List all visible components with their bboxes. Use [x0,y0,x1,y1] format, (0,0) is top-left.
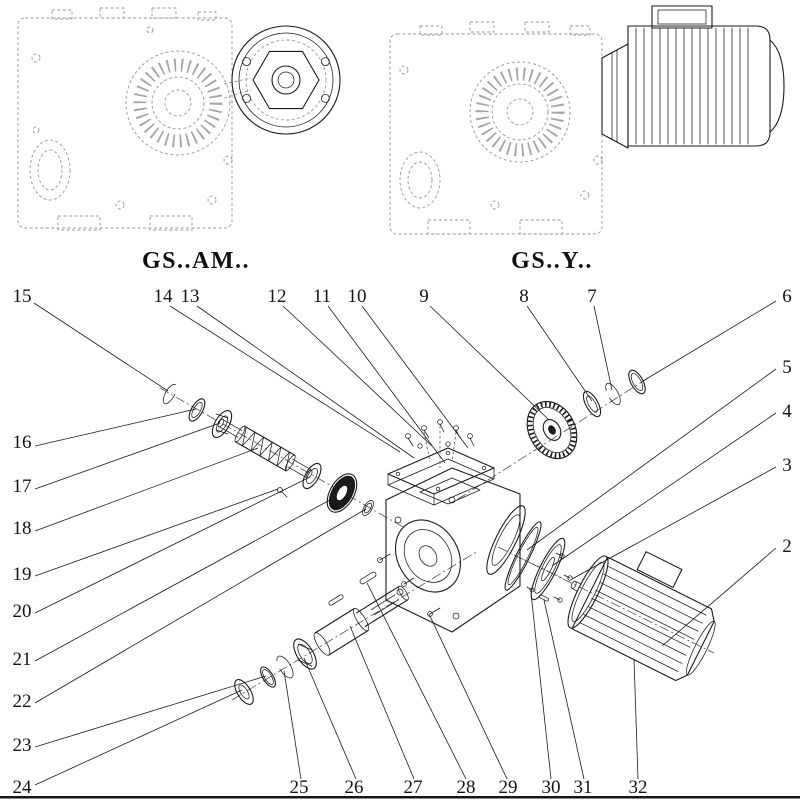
callout-8: 8 [519,286,529,307]
callout-28: 28 [456,777,476,798]
callout-5: 5 [782,357,792,378]
axis-lines [159,377,715,701]
worm-gear-disc [326,473,358,513]
gear-housing [385,467,526,633]
output-washer [234,679,254,705]
motor-fins-exploded [579,565,707,672]
motor-key [538,594,550,602]
flange-screws [553,552,573,603]
variant-label-gs-y: GS..Y.. [511,248,593,274]
dowel-pin [328,594,344,606]
motor-exploded [567,551,716,681]
callout-9: 9 [419,286,429,307]
adapter-ring [530,537,566,601]
housing-bore [395,519,461,593]
cover-plate-parts [387,419,495,506]
callout-24: 24 [12,777,32,798]
callout-7: 7 [587,286,597,307]
callout-14: 14 [153,286,173,307]
callout-15: 15 [12,286,32,307]
callout-32: 32 [628,777,648,798]
callout-19: 19 [12,564,32,585]
screw [377,557,383,563]
callout-4: 4 [782,401,792,422]
callout-6: 6 [782,286,792,307]
gearbox-outline-gs-y [389,21,603,235]
callout-13: 13 [180,286,200,307]
motor-side-parts [504,521,716,681]
shaft-key [359,571,377,585]
set-pin [277,487,288,498]
motor-drawing-top [601,5,785,149]
callout-10: 10 [347,286,367,307]
terminal-box [651,5,713,29]
motor-fins [635,27,749,145]
worm-shaft-parts [162,383,374,517]
gear-face-ticks [475,67,565,157]
callout-21: 21 [12,649,32,670]
callout-17: 17 [12,476,32,497]
callout-3: 3 [782,455,792,476]
housing-motor-flange [486,505,526,575]
callout-27: 27 [403,777,423,798]
cover-plate [387,447,495,495]
callout-26: 26 [344,777,364,798]
callout-20: 20 [12,601,32,622]
output-bearing [293,638,317,670]
screw [401,581,407,587]
callout-11: 11 [312,286,332,307]
gear-face-ticks [133,58,223,148]
cover-bolts [405,419,475,449]
screw [427,611,433,617]
gear-washer [582,390,602,418]
variant-label-gs-am: GS..AM.. [142,248,250,274]
callout-22: 22 [12,691,32,712]
callout-25: 25 [289,777,309,798]
small-screw [529,587,535,593]
bottom-frame-line [0,796,800,799]
callout-16: 16 [12,432,32,453]
output-shaft-parts [234,571,409,705]
leader-lines [33,300,777,786]
input-bearing [211,409,233,439]
helical-gear [526,400,578,460]
callout-31: 31 [573,777,593,798]
worm-bearing [302,462,322,490]
callout-23: 23 [12,735,32,756]
worm-shaft [217,418,313,479]
input-gear-parts [526,369,646,460]
callout-30: 30 [541,777,561,798]
housing-fasteners [328,553,441,617]
seal-ring [188,398,206,422]
shim-ring [628,369,646,395]
output-seal-ring [260,666,276,688]
snap-ring [605,382,621,406]
callout-29: 29 [498,777,518,798]
output-snap-ring [276,655,294,679]
callout-12: 12 [267,286,287,307]
cover-gasket [387,458,495,506]
gearbox-outline-gs-am [17,7,252,231]
callout-18: 18 [12,518,32,539]
exploded-assembly [162,369,716,705]
retaining-ring [162,383,178,405]
output-shaft [313,585,409,656]
terminal-box-exploded [636,551,683,588]
output-flange-drawing [231,25,341,135]
motor-gasket [504,521,542,591]
callout-2: 2 [782,536,792,557]
spacer-ring [362,499,374,517]
